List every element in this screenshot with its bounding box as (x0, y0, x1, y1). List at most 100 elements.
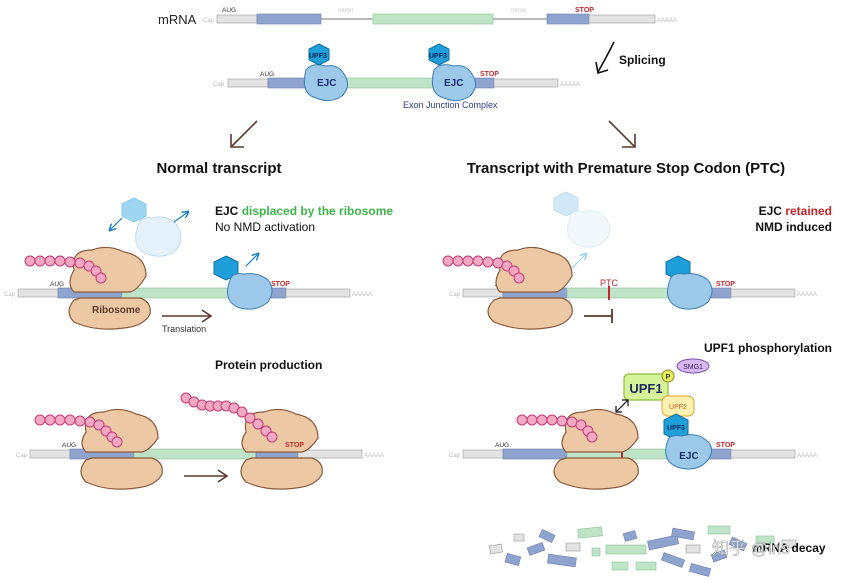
peptide-bead (34, 414, 46, 426)
peptide-bead (536, 414, 548, 426)
cap-label: Cap (16, 453, 28, 459)
peptide-bead (64, 256, 76, 268)
ejc-ptc-2 (665, 434, 712, 470)
ghost-ejc (553, 191, 610, 248)
peptide-bead (34, 255, 46, 267)
stop-label: STOP (480, 71, 499, 78)
upf1-phosphorylation-text: UPF1 phosphorylation (704, 341, 832, 355)
splicing-arrow (597, 41, 615, 73)
stop-label: STOP (575, 7, 594, 14)
peptide-chains (24, 255, 598, 448)
cap-label: Cap (449, 453, 461, 459)
upf2-label: UPF2 (669, 404, 687, 411)
ejc-release-arrow (245, 254, 258, 267)
peptide-bead (236, 406, 248, 418)
peptide-bead (244, 412, 256, 424)
aug-label: AUG (260, 71, 274, 78)
peptide-bead (546, 414, 558, 426)
heading-normal-transcript: Normal transcript (156, 160, 281, 177)
peptide-bead (252, 418, 264, 430)
peptide-bead (44, 414, 56, 426)
aug-label: AUG (222, 7, 236, 14)
phosphate-circle (661, 369, 675, 383)
ribosome-label: Ribosome (92, 305, 141, 316)
ejc-label: EJC (317, 78, 336, 89)
branch-arrow-left (230, 120, 258, 148)
intron-label-1: Intron (338, 8, 353, 14)
ejc-caption: Exon Junction Complex (403, 100, 498, 110)
polya-label: AAAAA (797, 453, 817, 459)
aug-label: AUG (50, 281, 64, 288)
peptide-bead (74, 257, 86, 269)
polya-label: AAAAA (657, 18, 677, 24)
ghost-arrow (571, 254, 586, 269)
upf3-label: UPF3 (667, 425, 685, 432)
peptide-bead (513, 272, 525, 284)
peptide-bead (74, 415, 86, 427)
peptide-bead (54, 414, 66, 426)
phosphate-label: P (666, 374, 671, 381)
cap-label: Cap (449, 292, 461, 298)
translation-label: Translation (162, 324, 206, 334)
peptide-bead (44, 255, 56, 267)
peptide-bead (575, 419, 587, 431)
peptide-bead (586, 431, 598, 443)
mrna-label: mRNA (158, 12, 197, 27)
smg1-oval (676, 358, 710, 374)
peptide-bead (266, 431, 278, 443)
ejc-retained-text: EJC retained (759, 204, 832, 218)
peptide-bead (492, 257, 504, 269)
no-nmd-text: No NMD activation (215, 220, 315, 234)
mrna-decay-fragments (489, 525, 797, 577)
smg1-label: SMG1 (683, 364, 703, 371)
interaction-arrow (615, 399, 629, 413)
ejc-on-strand-ptc (665, 255, 713, 310)
splicing-arrowhead (595, 61, 609, 75)
upf1-label: UPF1 (629, 381, 662, 396)
spliced-mrna-strand (227, 77, 559, 89)
upf3-label: UPF3 (429, 53, 447, 60)
nmd-induced-text: NMD induced (755, 220, 832, 234)
ejc-complex-2 (428, 43, 476, 102)
polya-label: AAAAA (364, 453, 384, 459)
peptide-bead (24, 255, 36, 267)
heading-ptc-transcript: Transcript with Premature Stop Codon (PT… (467, 160, 785, 177)
ejc-label: EJC (444, 78, 463, 89)
stop-label: STOP (716, 281, 735, 288)
peptide-bead (462, 255, 474, 267)
polya-label: AAAAA (560, 82, 580, 88)
intron-label-2: Intron (511, 8, 526, 14)
peptide-bead (111, 436, 123, 448)
peptide-bead (442, 255, 454, 267)
upf1-box (623, 373, 669, 401)
peptide-bead (566, 416, 578, 428)
protein-production-text: Protein production (215, 358, 322, 372)
displaced-ejc (121, 197, 182, 257)
aug-label: AUG (495, 442, 509, 449)
pre-mrna-strand (216, 13, 656, 25)
mrna-strand-normal-2 (29, 448, 363, 460)
cap-label: Cap (213, 82, 225, 88)
upf3-label: UPF3 (309, 53, 327, 60)
peptide-bead (64, 414, 76, 426)
mrna-strand-normal-1 (17, 287, 351, 299)
translation-blocked (584, 309, 613, 323)
ejc-displaced-text: EJC displaced by the ribosome (215, 204, 393, 218)
stop-label: STOP (716, 442, 735, 449)
displace-arrow-2 (173, 212, 188, 223)
ejc-complex-1 (303, 43, 348, 102)
polya-label: AAAAA (797, 292, 817, 298)
ejc-label: EJC (679, 451, 698, 462)
translation-arrow (162, 309, 213, 323)
cap-label: Cap (4, 292, 16, 298)
peptide-bead (452, 255, 464, 267)
splicing-label: Splicing (619, 53, 666, 67)
stop-label: STOP (271, 281, 290, 288)
peptide-bead (526, 414, 538, 426)
peptide-bead (472, 255, 484, 267)
polya-label: AAAAA (352, 292, 372, 298)
translation-arrow-2 (184, 469, 229, 483)
cap-label: Cap (203, 18, 215, 24)
ejc-on-strand-normal (213, 255, 273, 310)
